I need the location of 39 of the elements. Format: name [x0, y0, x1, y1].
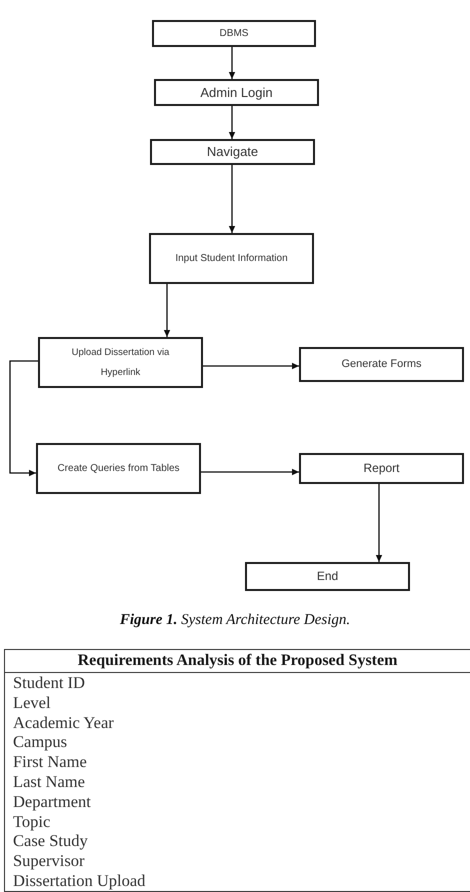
process-box — [154, 79, 319, 106]
arrow — [203, 362, 299, 370]
table-row-text: Academic Year — [12, 712, 115, 732]
table-header: Requirements Analysis of the Proposed System — [5, 650, 470, 673]
arrow — [9, 360, 38, 476]
step-label: Admin Login — [200, 84, 273, 100]
process-box — [38, 337, 203, 388]
table-row-text: Topic — [12, 812, 52, 832]
table-row-text: Student ID — [12, 673, 86, 693]
process-box — [299, 347, 464, 382]
table-row-text: Campus — [12, 732, 68, 752]
figure-caption: Figure 1. System Architecture Design. — [120, 612, 350, 628]
step-label: Upload Dissertation via Hyperlink — [70, 346, 170, 380]
table-row-text: First Name — [12, 752, 88, 772]
arrow — [228, 47, 236, 79]
process-box — [245, 562, 410, 591]
table-row-text: Case Study — [12, 831, 89, 852]
process-box — [299, 453, 464, 484]
step-label: DBMS — [220, 28, 248, 40]
step-label: Report — [363, 461, 400, 476]
step-label: Navigate — [206, 144, 258, 160]
arrow — [228, 165, 236, 233]
arrow — [201, 468, 299, 476]
arrow — [228, 106, 236, 139]
process-box — [149, 233, 314, 284]
process-box — [36, 443, 201, 494]
table-row-text: Dissertation Upload — [12, 870, 146, 891]
table-row-text: Level — [12, 692, 52, 713]
table-row-text: Last Name — [12, 772, 86, 792]
table-row-text: Supervisor — [12, 851, 86, 871]
step-label: Create Queries from Tables — [57, 462, 180, 474]
arrow — [164, 284, 170, 337]
step-label: End — [316, 569, 338, 584]
process-box — [152, 20, 316, 47]
arrow — [376, 484, 382, 562]
table-row-text: Department — [12, 792, 92, 812]
step-label: Input Student Information — [175, 252, 288, 264]
step-label: Generate Forms — [341, 358, 422, 372]
process-box — [150, 139, 315, 165]
